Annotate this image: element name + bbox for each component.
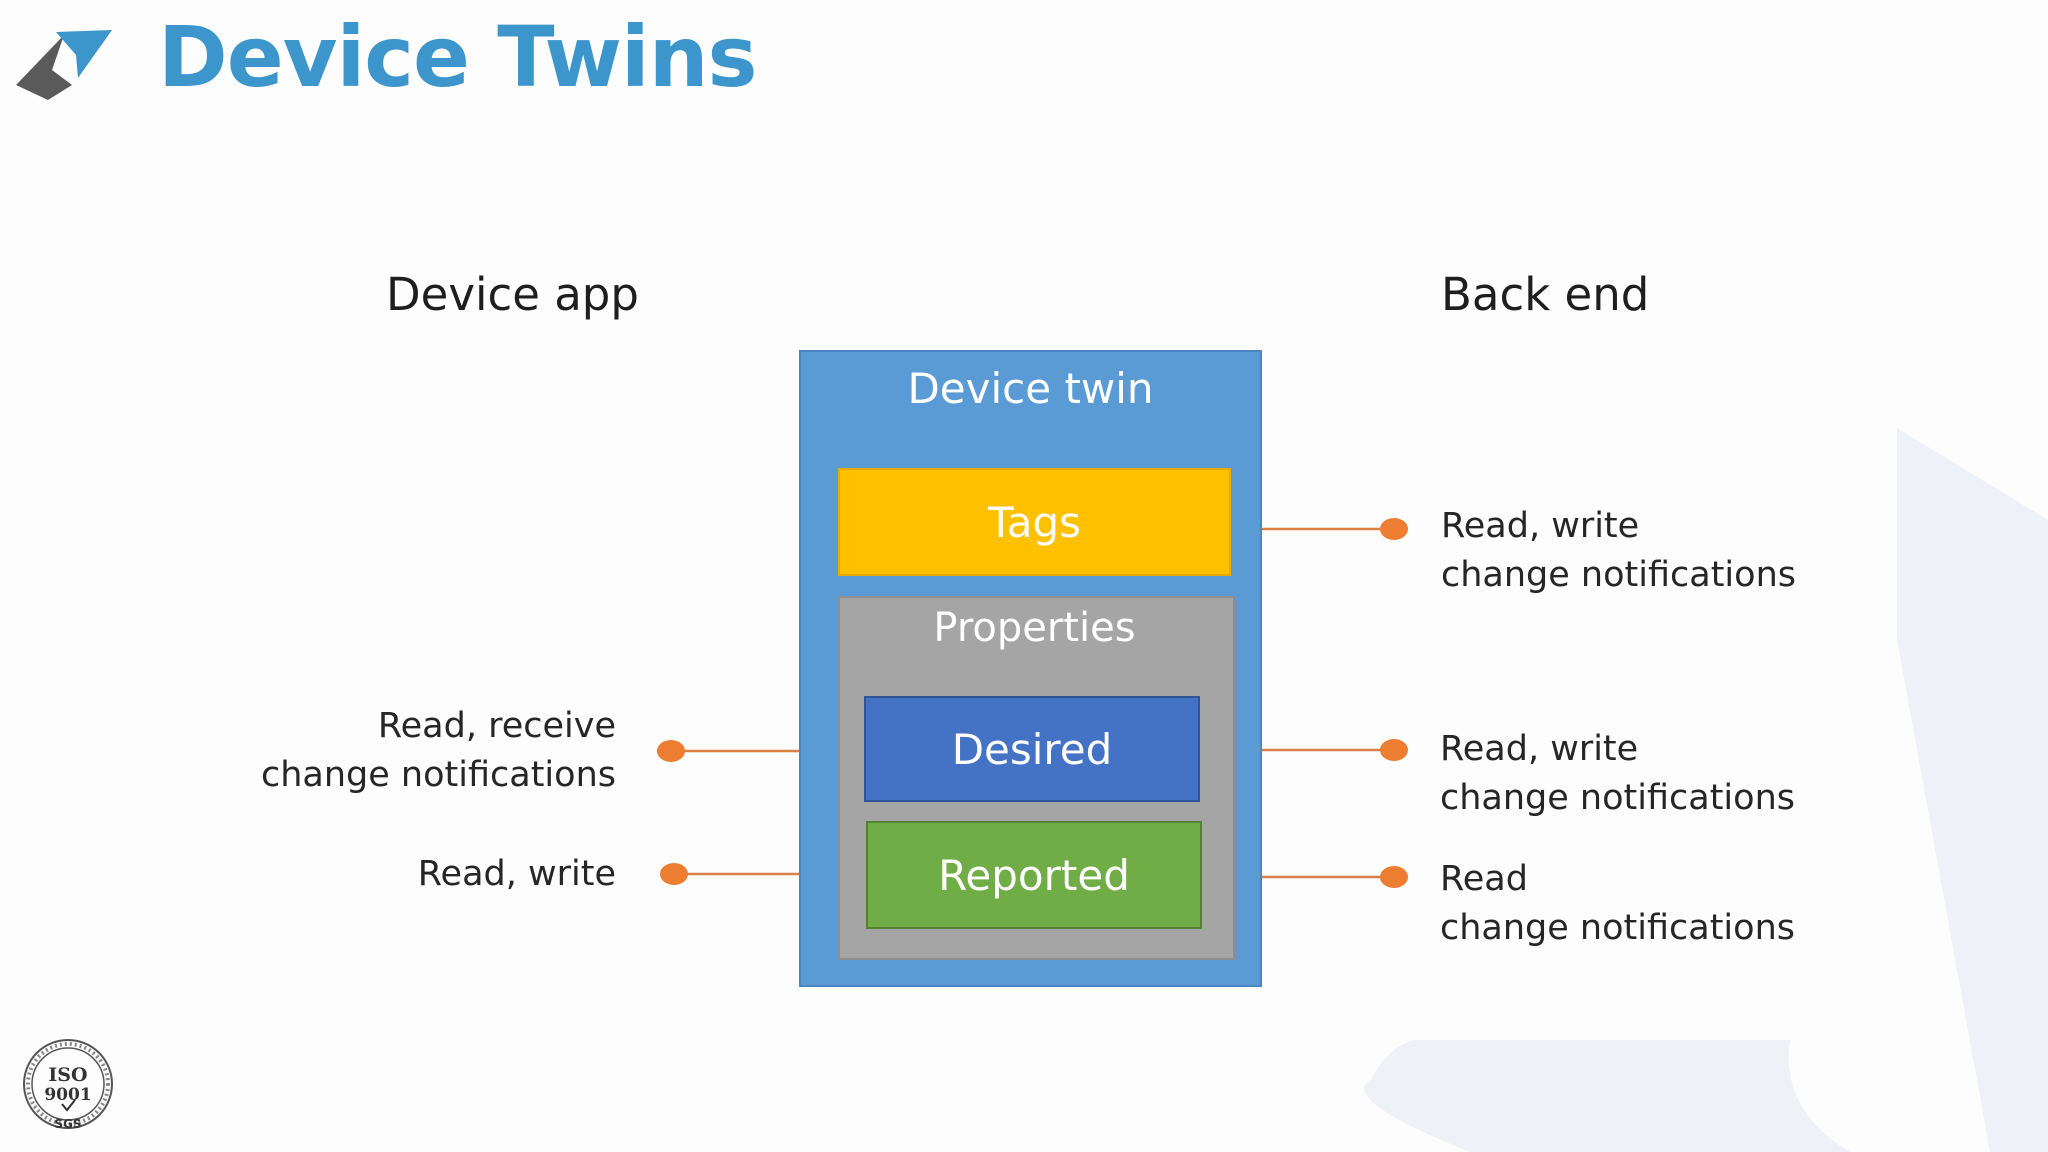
reported-backend-note: Read change notifications <box>1440 855 1795 953</box>
badge-text-iso: ISO <box>48 1064 87 1086</box>
desired-device-note: Read, receive change notifications <box>261 702 616 800</box>
note-line: Read, receive <box>377 706 616 746</box>
page-title: Device Twins <box>158 8 758 106</box>
tags-label: Tags <box>988 497 1081 547</box>
reported-label: Reported <box>938 850 1130 900</box>
note-line: change notifications <box>1441 555 1796 595</box>
iso-certification-seal-icon: ISO 9001 SGS <box>23 1039 113 1131</box>
dot-reported-right <box>1380 866 1408 888</box>
background-shape-bottom <box>1364 1040 1850 1152</box>
dot-tags-right <box>1380 518 1408 540</box>
note-line: Read, write <box>417 854 616 894</box>
badge-text-number: 9001 <box>44 1085 91 1105</box>
back-end-heading: Back end <box>1441 268 1650 321</box>
reported-device-note: Read, write <box>418 850 616 899</box>
device-twin-label: Device twin <box>907 364 1154 413</box>
device-app-heading: Device app <box>386 268 639 321</box>
properties-label: Properties <box>933 605 1136 651</box>
tags-backend-note: Read, write change notifications <box>1441 502 1796 600</box>
dot-reported-left <box>660 863 688 885</box>
desired-backend-note: Read, write change notifications <box>1440 725 1795 823</box>
connector-dots <box>657 518 1408 888</box>
note-line: change notifications <box>261 755 616 795</box>
desired-label: Desired <box>951 724 1113 774</box>
arrow-logo-icon <box>16 30 112 100</box>
reported-box: Reported <box>866 821 1202 929</box>
badge-text-sgs: SGS <box>54 1117 81 1131</box>
note-line: Read, write <box>1440 729 1639 769</box>
dot-desired-left <box>657 740 685 762</box>
dot-desired-right <box>1380 739 1408 761</box>
note-line: change notifications <box>1440 778 1795 818</box>
desired-box: Desired <box>864 696 1200 802</box>
note-line: change notifications <box>1440 908 1795 948</box>
note-line: Read <box>1440 859 1528 899</box>
tags-box: Tags <box>838 468 1231 576</box>
note-line: Read, write <box>1441 506 1640 546</box>
background-shape-right <box>1897 428 2048 1152</box>
